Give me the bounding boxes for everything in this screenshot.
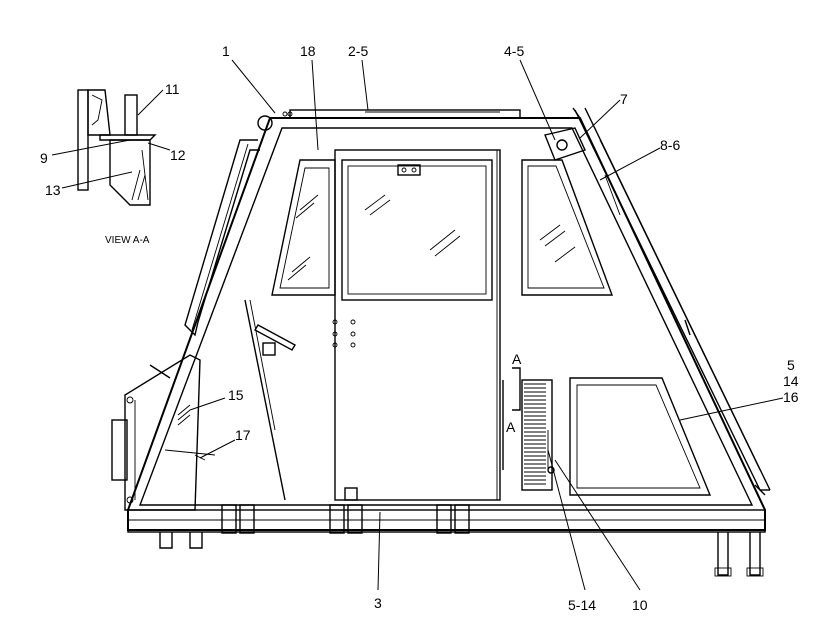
callout-14: 14 — [783, 373, 799, 389]
callout-7: 7 — [620, 91, 628, 107]
callout-10: 10 — [632, 597, 648, 613]
right-side-pins — [684, 319, 766, 496]
callout-8-6: 8-6 — [660, 137, 680, 153]
cab-door — [332, 149, 504, 501]
callout-16: 16 — [783, 389, 799, 405]
callout-13: 13 — [45, 182, 61, 198]
section-mark-a-top: A — [512, 351, 522, 367]
callout-18: 18 — [300, 43, 316, 59]
front-window — [271, 159, 336, 296]
view-a-a-inset: VIEW A-A — [77, 89, 157, 246]
callout-12: 12 — [170, 147, 186, 163]
rear-lower-window — [569, 377, 712, 496]
callout-11: 11 — [165, 81, 180, 97]
callout-1: 1 — [222, 43, 230, 59]
callout-9: 9 — [40, 150, 48, 166]
left-handrail — [184, 139, 260, 337]
left-external-box — [111, 354, 201, 511]
callout-labels: 1 18 2-5 4-5 7 8-6 11 9 12 13 5 14 16 15… — [40, 43, 799, 613]
callout-17: 17 — [235, 427, 251, 443]
cab-frame — [127, 107, 766, 533]
callout-4-5: 4-5 — [504, 43, 524, 59]
vent-grille — [521, 379, 555, 491]
section-marks: A A — [506, 351, 522, 435]
callout-5: 5 — [787, 357, 795, 373]
leader-lines — [51, 59, 784, 591]
right-handrail — [574, 107, 771, 491]
callout-2-5: 2-5 — [348, 43, 368, 59]
callout-5-14: 5-14 — [568, 597, 596, 613]
view-caption: VIEW A-A — [105, 235, 150, 246]
callout-15: 15 — [228, 387, 244, 403]
section-mark-a-bottom: A — [506, 419, 516, 435]
rear-window — [521, 127, 621, 296]
base-brackets — [159, 487, 764, 577]
callout-3: 3 — [374, 595, 382, 611]
